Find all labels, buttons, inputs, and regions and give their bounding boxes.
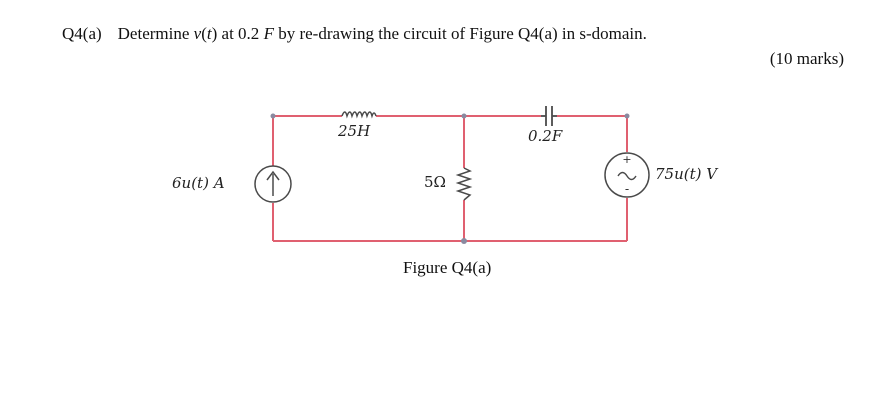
- farad-unit: F: [263, 24, 274, 43]
- marks-label: (10 marks): [769, 49, 844, 68]
- inductor-label: 25H: [338, 122, 371, 140]
- voltage-source-label: 75u(t) V: [655, 165, 718, 183]
- resistor-icon: [455, 167, 473, 201]
- question-text-part3: by re-drawing the circuit of Figure Q4(a…: [273, 24, 647, 43]
- voltage-variable: v: [193, 24, 202, 43]
- capacitor-label: 0.2F: [528, 127, 563, 145]
- circuit-nodes: [270, 113, 630, 244]
- circuit-wires: [272, 115, 628, 242]
- question-number: Q4(a): [62, 24, 102, 43]
- question-text-part2: at 0.2: [217, 24, 264, 43]
- time-variable: t: [206, 24, 212, 43]
- current-source-label: 6u(t) A: [172, 174, 225, 192]
- question-text-part1: Determine: [117, 24, 194, 43]
- resistor-label: 5Ω: [424, 173, 446, 191]
- paren-open: (: [201, 24, 207, 43]
- capacitor-icon: [541, 106, 557, 126]
- paren-close: ): [211, 24, 218, 43]
- current-source-icon: [254, 165, 292, 203]
- svg-text:+: +: [622, 153, 631, 166]
- figure-caption: Figure Q4(a): [403, 258, 492, 277]
- svg-text:-: -: [625, 182, 629, 196]
- voltage-source-icon: + -: [604, 152, 650, 198]
- inductor-icon: [341, 111, 377, 119]
- question-text: Q4(a) Determine v(t) at 0.2 F by re-drawi…: [62, 24, 647, 44]
